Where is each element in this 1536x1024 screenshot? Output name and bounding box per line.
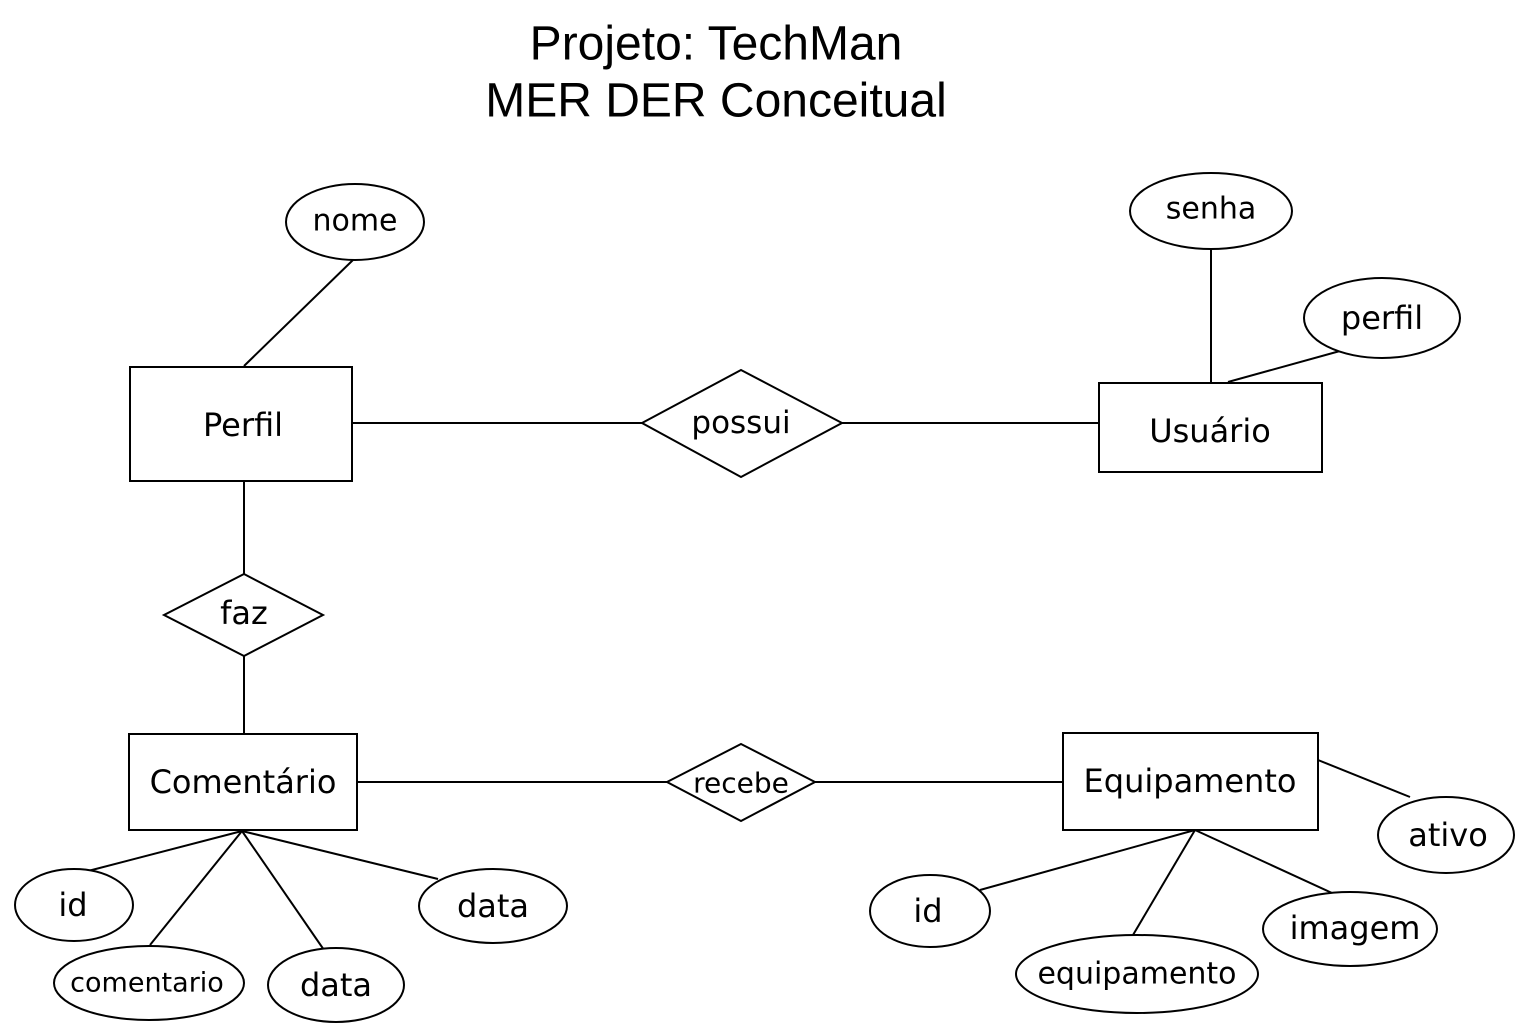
entity-label: Equipamento bbox=[1084, 762, 1297, 800]
attribute-comentario-comentario[interactable]: comentario bbox=[53, 945, 245, 1021]
connector-equipamento-id bbox=[979, 829, 1196, 891]
entity-label: Comentário bbox=[150, 763, 337, 801]
connector-usuario-perfil bbox=[1227, 350, 1341, 383]
entity-equipamento[interactable]: Equipamento bbox=[1062, 732, 1319, 831]
attribute-ellipse bbox=[1262, 891, 1438, 967]
entity-box bbox=[128, 733, 358, 831]
connector-equipamento-imagem bbox=[1194, 829, 1333, 894]
attribute-label: id bbox=[913, 892, 942, 930]
attribute-label: data bbox=[457, 887, 529, 925]
entity-box bbox=[1098, 382, 1323, 473]
relationship-label: recebe bbox=[693, 767, 789, 800]
attribute-label: perfil bbox=[1341, 299, 1423, 337]
attribute-ellipse bbox=[14, 868, 134, 942]
attribute-label: data bbox=[300, 966, 372, 1004]
relationship-faz[interactable]: faz bbox=[161, 572, 326, 658]
relationship-possui[interactable]: possui bbox=[639, 368, 845, 479]
connector-equipamento-ativo bbox=[1317, 759, 1411, 798]
attribute-label: senha bbox=[1166, 192, 1257, 227]
attribute-ellipse bbox=[267, 947, 405, 1023]
attribute-label: nome bbox=[312, 204, 397, 239]
relationship-diamond bbox=[664, 742, 818, 823]
attribute-label: ativo bbox=[1408, 816, 1488, 854]
attribute-comentario-data-1[interactable]: data bbox=[267, 947, 405, 1023]
attribute-label: comentario bbox=[70, 968, 224, 999]
entity-comentario[interactable]: Comentário bbox=[128, 733, 358, 831]
attribute-perfil-nome[interactable]: nome bbox=[285, 183, 425, 261]
diagram-title-line-2: MER DER Conceitual bbox=[485, 75, 946, 128]
attribute-equipamento-imagem[interactable]: imagem bbox=[1262, 891, 1438, 967]
connector-comentario-data-1 bbox=[241, 830, 325, 951]
attribute-label: imagem bbox=[1290, 909, 1421, 947]
attribute-ellipse bbox=[1015, 934, 1259, 1014]
entity-box bbox=[129, 366, 353, 482]
attribute-ellipse bbox=[869, 874, 991, 948]
attribute-label: id bbox=[58, 886, 87, 924]
entity-perfil[interactable]: Perfil bbox=[129, 366, 353, 482]
entity-label: Usuário bbox=[1149, 412, 1271, 450]
diagram-title-line-1: Projeto: TechMan bbox=[530, 18, 903, 71]
attribute-ellipse bbox=[1377, 796, 1515, 874]
attribute-ellipse bbox=[1129, 172, 1293, 250]
attribute-comentario-data-2[interactable]: data bbox=[418, 868, 568, 944]
connector-comentario-data-2 bbox=[241, 830, 439, 880]
relationship-label: faz bbox=[220, 594, 268, 632]
relationship-diamond bbox=[161, 572, 326, 658]
attribute-label: equipamento bbox=[1037, 957, 1236, 992]
attribute-usuario-perfil[interactable]: perfil bbox=[1303, 277, 1461, 359]
attribute-comentario-id[interactable]: id bbox=[14, 868, 134, 942]
relationship-recebe[interactable]: recebe bbox=[664, 742, 818, 823]
connector-equipamento-equipamento bbox=[1132, 829, 1196, 936]
attribute-ellipse bbox=[418, 868, 568, 944]
connector-comentario-id bbox=[87, 830, 243, 872]
attribute-equipamento-ativo[interactable]: ativo bbox=[1377, 796, 1515, 874]
attribute-ellipse bbox=[285, 183, 425, 261]
connector-perfil-nome bbox=[243, 258, 355, 367]
attribute-ellipse bbox=[1303, 277, 1461, 359]
relationship-label: possui bbox=[691, 405, 790, 441]
connector-comentario-comentario bbox=[149, 830, 243, 946]
attribute-equipamento-id[interactable]: id bbox=[869, 874, 991, 948]
entity-box bbox=[1062, 732, 1319, 831]
attribute-ellipse bbox=[53, 945, 245, 1021]
attribute-usuario-senha[interactable]: senha bbox=[1129, 172, 1293, 250]
attribute-equipamento-equipamento[interactable]: equipamento bbox=[1015, 934, 1259, 1014]
entity-usuario[interactable]: Usuário bbox=[1098, 382, 1323, 473]
relationship-diamond bbox=[639, 368, 845, 479]
entity-label: Perfil bbox=[203, 406, 283, 444]
connectors bbox=[87, 248, 1411, 951]
